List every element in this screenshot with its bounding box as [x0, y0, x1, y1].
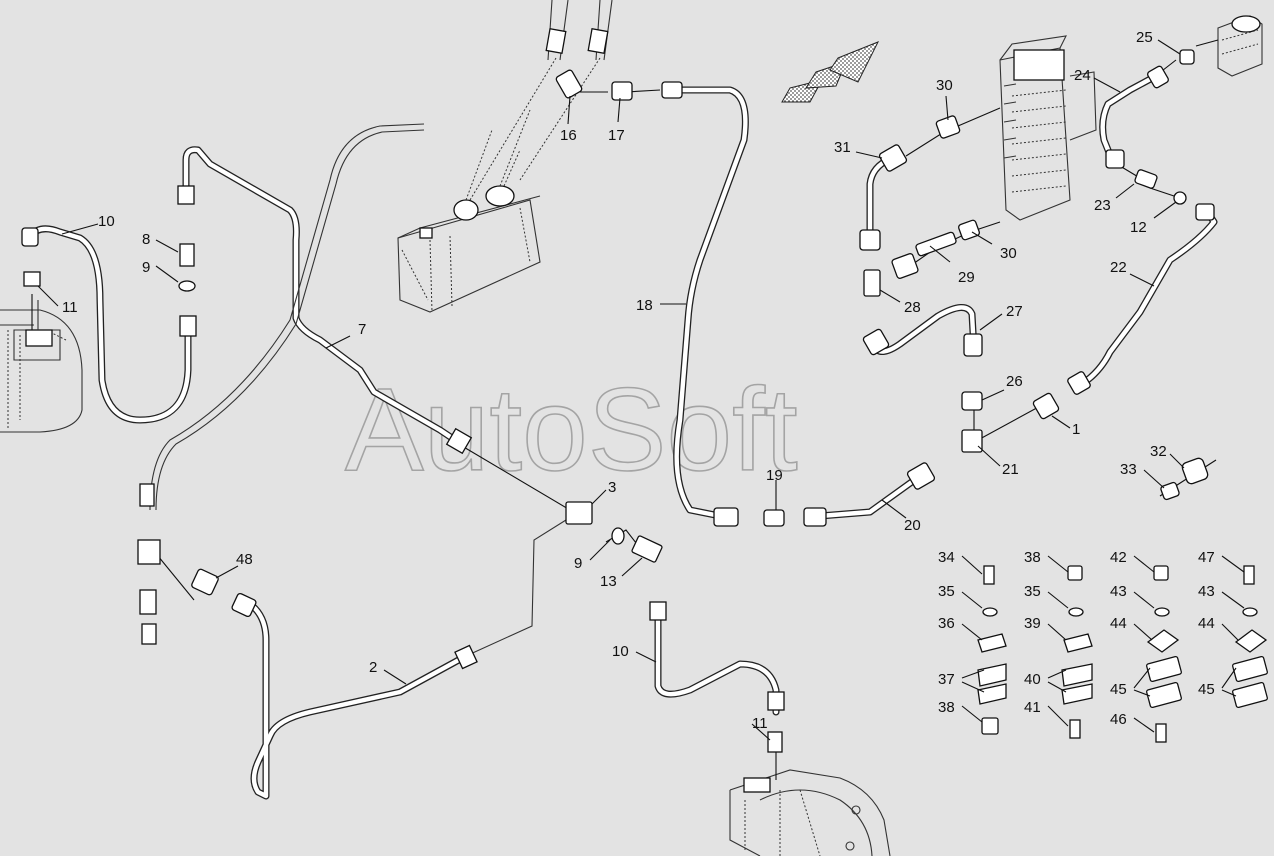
callout-10-lower: 10 [612, 643, 629, 660]
left-motor [0, 300, 83, 433]
callout-20: 20 [904, 517, 921, 534]
bottom-motor [729, 769, 891, 856]
clamp-kit-1 [977, 565, 1007, 735]
kit-label-40: 40 [1024, 671, 1041, 688]
tee-fitting-3 [565, 501, 593, 525]
callout-leaders [37, 39, 1245, 741]
oil-tank [397, 109, 541, 313]
callout-11-left: 11 [62, 299, 78, 316]
callout-24: 24 [1074, 67, 1091, 84]
callout-8: 8 [142, 231, 150, 248]
callout-13: 13 [600, 573, 617, 590]
callout-12: 12 [1130, 219, 1147, 236]
clamp-kits [977, 565, 1268, 743]
kit-label-47: 47 [1198, 549, 1215, 566]
callout-10-left: 10 [98, 213, 115, 230]
kit-label-38a: 38 [938, 699, 955, 716]
watermark: AutoSoft [345, 364, 798, 496]
steering-unit [1217, 15, 1263, 77]
kit-label-43a: 43 [1110, 583, 1127, 600]
kit-label-39: 39 [1024, 615, 1041, 632]
callout-11-lower: 11 [752, 715, 768, 732]
kit-label-38b: 38 [1024, 549, 1041, 566]
kit-label-42: 42 [1110, 549, 1127, 566]
callout-16: 16 [560, 127, 577, 144]
elbow-fitting [21, 227, 39, 247]
nut-11-left [23, 271, 41, 287]
callout-22: 22 [1110, 259, 1127, 276]
callout-19: 19 [766, 467, 783, 484]
kit-label-43b: 43 [1198, 583, 1215, 600]
callout-29: 29 [958, 269, 975, 286]
callout-2: 2 [369, 659, 377, 676]
callout-26: 26 [1006, 373, 1023, 390]
kit-label-45a: 45 [1110, 681, 1127, 698]
callout-23: 23 [1094, 197, 1111, 214]
kit-label-35b: 35 [1024, 583, 1041, 600]
callout-33: 33 [1120, 461, 1137, 478]
kit-label-44b: 44 [1198, 615, 1215, 632]
callout-18: 18 [636, 297, 653, 314]
callout-48: 48 [236, 551, 253, 568]
kit-label-37: 37 [938, 671, 955, 688]
callout-labels: 1 2 3 7 8 9 9 10 10 11 11 12 13 16 17 18… [62, 29, 1215, 732]
pipes [26, 72, 1218, 800]
kit-label-45b: 45 [1198, 681, 1215, 698]
clamp-kit-4 [1232, 565, 1268, 709]
kit-label-34: 34 [938, 549, 955, 566]
direction-arrow-icon [781, 41, 880, 103]
kit-label-41: 41 [1024, 699, 1041, 716]
callout-28: 28 [904, 299, 921, 316]
clamp-kit-2 [1061, 565, 1093, 739]
upper-hoses [469, 0, 613, 201]
kit-label-44a: 44 [1110, 615, 1127, 632]
callout-31: 31 [834, 139, 851, 156]
callout-7: 7 [358, 321, 366, 338]
callout-21: 21 [1002, 461, 1019, 478]
kit-label-36: 36 [938, 615, 955, 632]
tee-fitting-21 [961, 429, 983, 453]
callout-9-lower: 9 [574, 555, 582, 572]
fittings [21, 49, 1215, 753]
kit-label-35a: 35 [938, 583, 955, 600]
callout-1: 1 [1072, 421, 1080, 438]
callout-25: 25 [1136, 29, 1153, 46]
callout-9-left: 9 [142, 259, 150, 276]
callout-3: 3 [608, 479, 616, 496]
callout-27: 27 [1006, 303, 1023, 320]
kit-label-46: 46 [1110, 711, 1127, 728]
callout-30-top: 30 [936, 77, 953, 94]
control-valve-block [999, 35, 1097, 221]
callout-30-mid: 30 [1000, 245, 1017, 262]
callout-32: 32 [1150, 443, 1167, 460]
clamp-kit-3 [1146, 565, 1182, 743]
callout-17: 17 [608, 127, 625, 144]
